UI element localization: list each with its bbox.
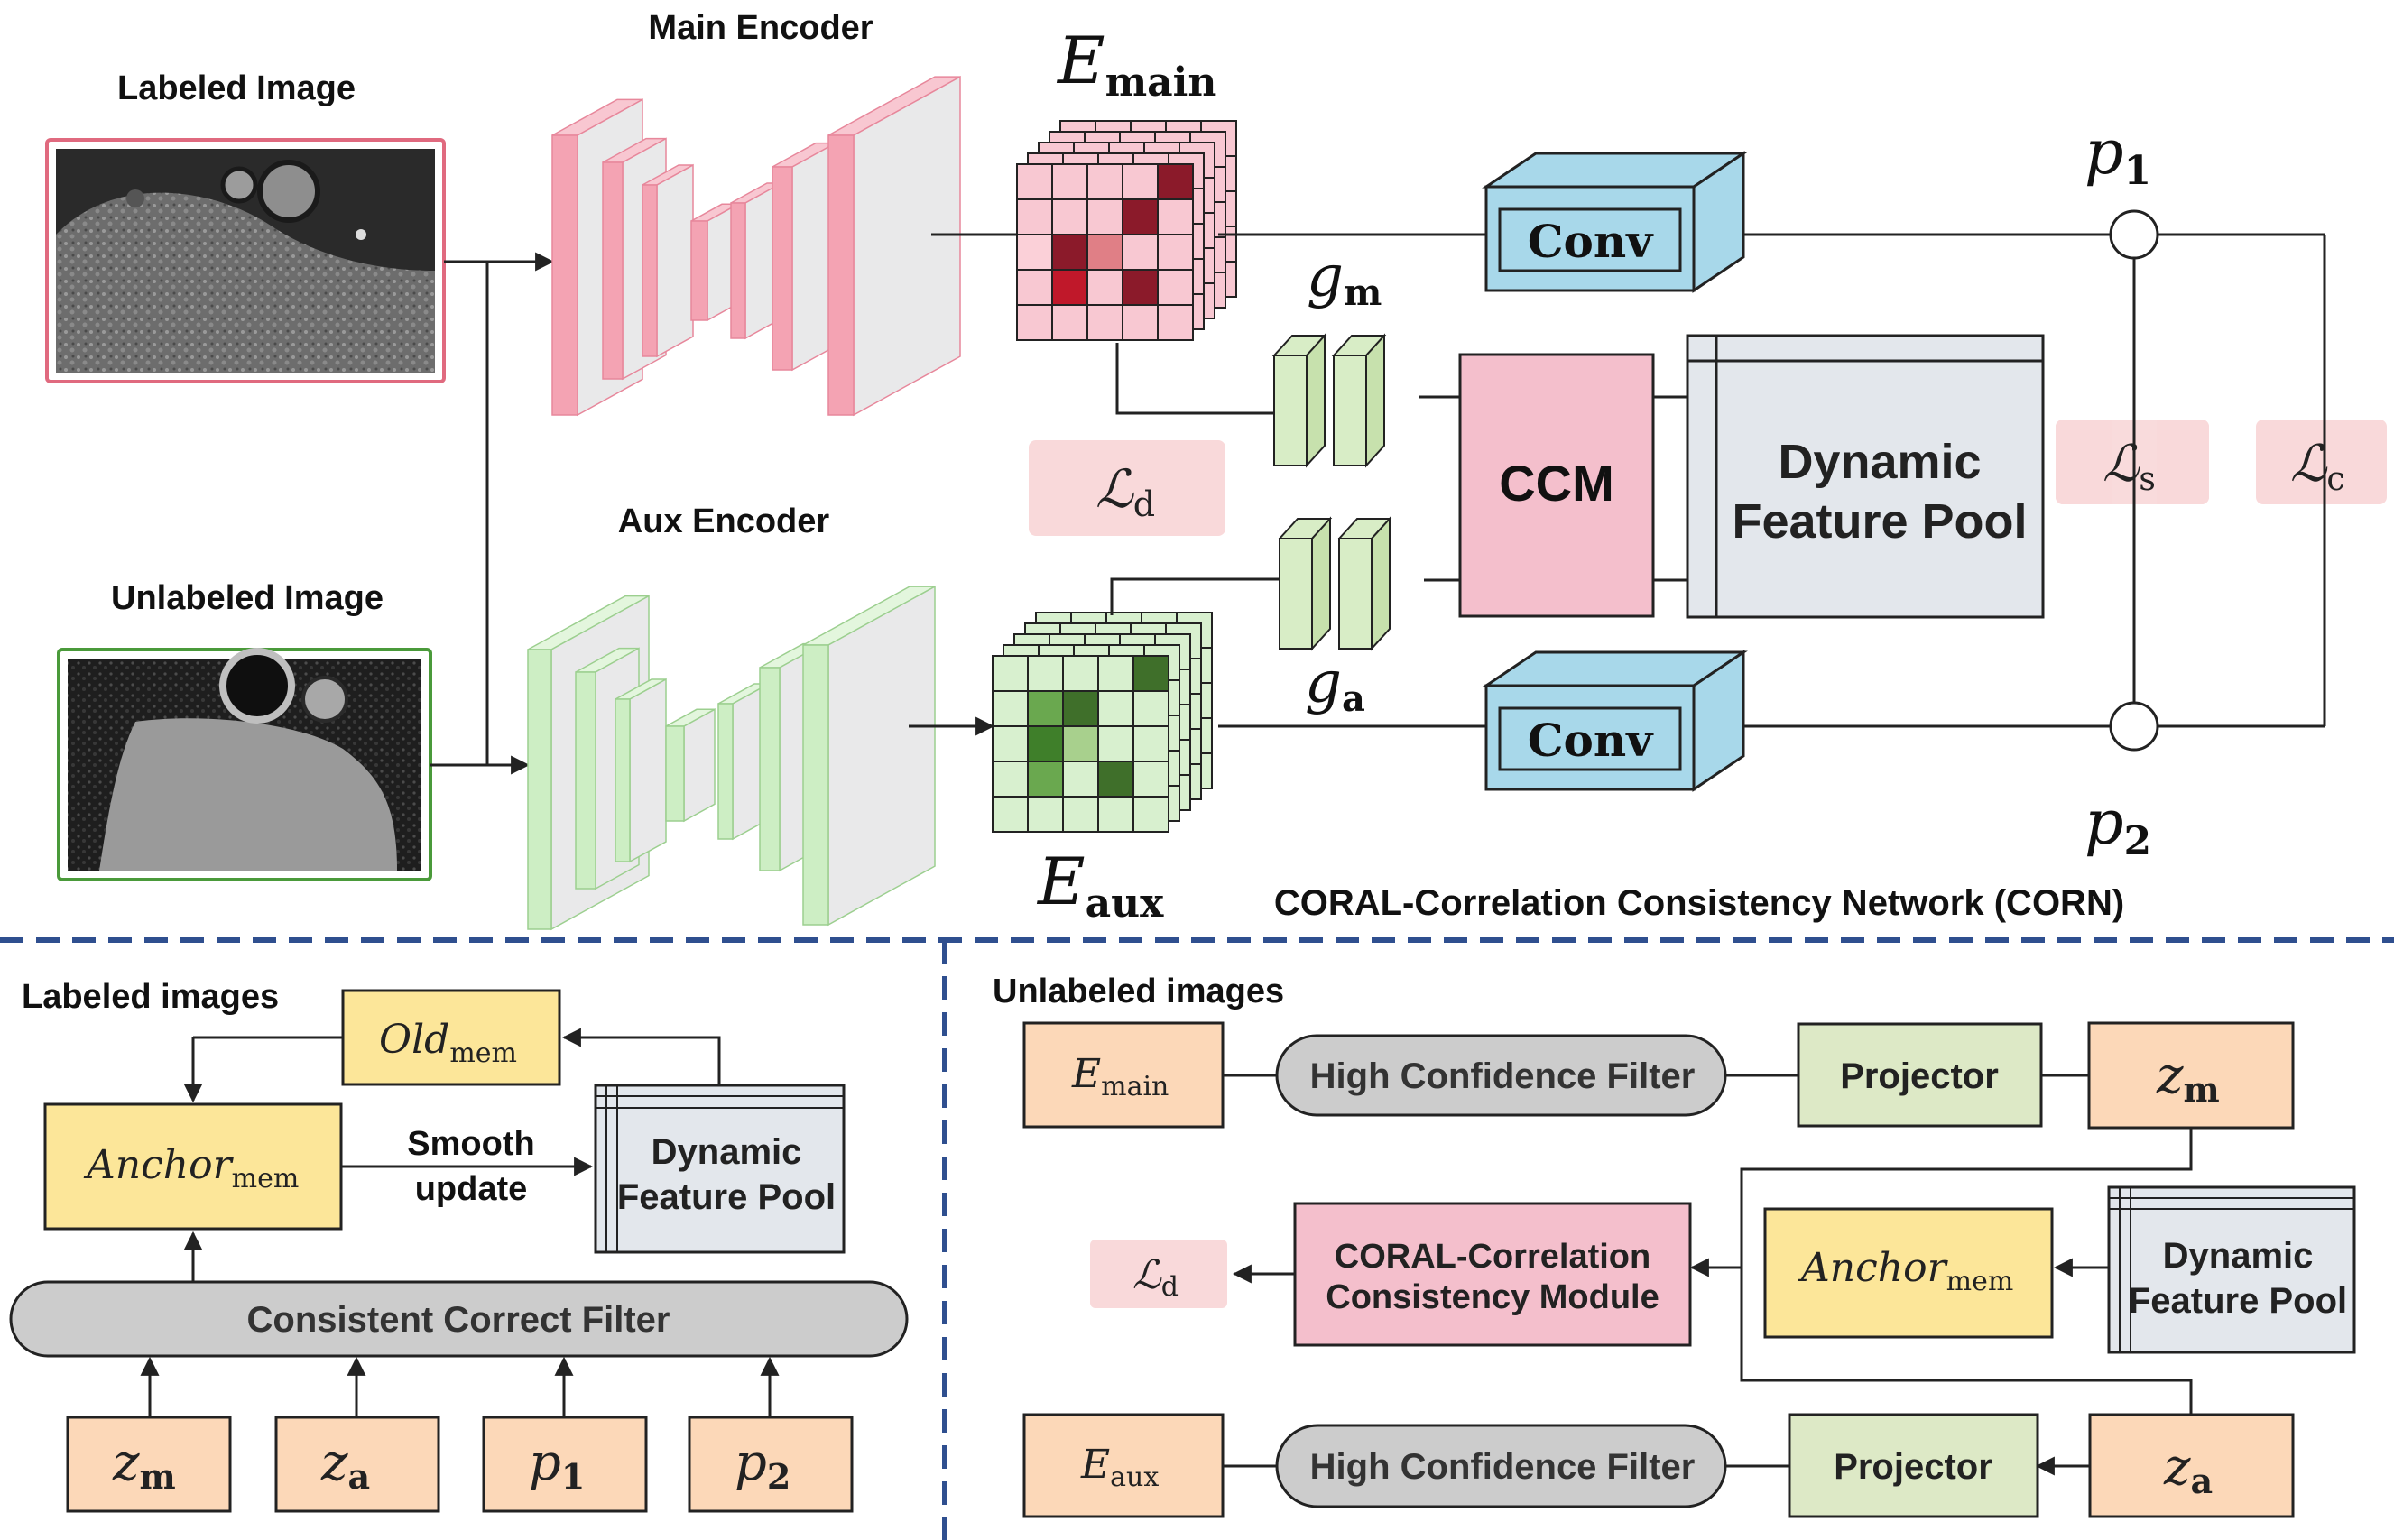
old-mem-box: Oldmem — [341, 989, 561, 1086]
encoder-layer — [665, 708, 716, 823]
filter-input-box: p2 — [688, 1416, 854, 1513]
p1-label: p1 — [2084, 117, 2151, 194]
svg-text:p2: p2 — [735, 1434, 790, 1497]
smooth-update-line1: Smooth — [407, 1125, 534, 1163]
e-main-label: Emain — [1056, 23, 1216, 106]
labeled-images-title: Labeled images — [22, 978, 279, 1016]
svg-text:zm: zm — [2156, 1047, 2220, 1110]
loss-c: ℒc — [2256, 420, 2387, 504]
unlabeled-image-label: Unlabeled Image — [111, 579, 384, 617]
dynamic-feature-pool-top: Dynamic Feature Pool — [1686, 334, 2045, 619]
dynamic-feature-pool-right: Dynamic Feature Pool — [2107, 1185, 2356, 1354]
svg-text:High Confidence Filter: High Confidence Filter — [1310, 1056, 1696, 1096]
svg-text:High Confidence Filter: High Confidence Filter — [1310, 1447, 1696, 1487]
svg-text:ℒc: ℒc — [2290, 435, 2345, 498]
encoder-layer — [772, 142, 837, 372]
projection-head-layer — [1271, 333, 1327, 468]
labeled-image — [45, 138, 446, 383]
p2-node — [2109, 701, 2159, 752]
svg-text:Consistent Correct Filter: Consistent Correct Filter — [247, 1300, 670, 1340]
smooth-update-line2: update — [415, 1170, 528, 1208]
feature-map-layer — [992, 655, 1169, 833]
loss-s: ℒs — [2056, 420, 2209, 504]
corn-title: CORAL-Correlation Consistency Network (C… — [1274, 883, 2124, 923]
consistent-correct-filter: Consistent Correct Filter — [9, 1280, 909, 1358]
p1-node — [2109, 209, 2159, 260]
filter-input-box: zm — [66, 1416, 232, 1513]
svg-text:Projector: Projector — [1840, 1056, 1999, 1096]
projection-heads — [1271, 333, 1392, 651]
dfp-left-line1: Dynamic — [652, 1132, 802, 1172]
svg-text:zm: zm — [112, 1434, 176, 1497]
filter-inputs: zm za p1 p2 — [66, 1416, 854, 1513]
filter-input-box: p1 — [482, 1416, 648, 1513]
svg-text:Oldmem: Oldmem — [379, 1017, 517, 1069]
bottom-left-arrows — [140, 1028, 780, 1417]
svg-text:Consistency Module: Consistency Module — [1326, 1278, 1659, 1316]
svg-text:za: za — [320, 1434, 370, 1497]
svg-text:ℒd: ℒd — [1132, 1252, 1179, 1303]
ccm-block: CCM — [1458, 353, 1655, 618]
conv-bottom-label: Conv — [1528, 714, 1654, 767]
encoder-layer — [802, 585, 936, 927]
projection-head-layer — [1331, 333, 1387, 468]
projector-bottom: Projector — [1788, 1413, 2039, 1518]
conv-bottom: Conv — [1482, 650, 1748, 792]
svg-text:p1: p1 — [529, 1434, 585, 1497]
g-a-label: ga — [1305, 650, 1365, 720]
dfp-right-line1: Dynamic — [2163, 1236, 2314, 1276]
e-aux-label: Eaux — [1036, 844, 1164, 927]
unlabeled-images-title: Unlabeled images — [993, 973, 1284, 1010]
svg-text:Projector: Projector — [1834, 1447, 1992, 1487]
bottom-right-lines — [1223, 1074, 2193, 1476]
encoder-layer — [642, 163, 694, 358]
aux-encoder — [527, 585, 936, 931]
e-aux-box: Eaux — [1022, 1413, 1225, 1518]
coral-correlation-module: CORAL-Correlation Consistency Module — [1293, 1202, 1692, 1347]
anchor-mem-box-left: Anchormem — [43, 1102, 343, 1231]
anchor-mem-box-right: Anchormem — [1763, 1207, 2054, 1339]
loss-d-top: ℒd — [1029, 440, 1225, 536]
feature-map-layer — [1016, 163, 1194, 341]
p2-label: p2 — [2084, 788, 2151, 864]
labeled-image-label: Labeled Image — [117, 69, 356, 107]
svg-text:Emain: Emain — [1071, 1051, 1169, 1102]
dfp-right-line2: Feature Pool — [2129, 1281, 2347, 1321]
svg-text:CORAL-Correlation: CORAL-Correlation — [1335, 1238, 1650, 1276]
projection-head-layer — [1277, 516, 1333, 651]
projection-head-layer — [1336, 516, 1392, 651]
svg-text:za: za — [2163, 1438, 2213, 1501]
dfp-top-line2: Feature Pool — [1732, 494, 2027, 549]
e-aux-feature-grid — [992, 612, 1213, 833]
svg-text:Eaux: Eaux — [1080, 1442, 1159, 1493]
dfp-top-line1: Dynamic — [1778, 435, 1981, 489]
filter-input-box: za — [274, 1416, 440, 1513]
main-encoder-label: Main Encoder — [648, 9, 873, 47]
aux-encoder-label: Aux Encoder — [618, 503, 830, 540]
g-m-label: gm — [1307, 244, 1382, 314]
e-main-box: Emain — [1022, 1021, 1225, 1129]
unlabeled-image — [57, 648, 432, 881]
encoder-layer — [827, 75, 961, 417]
conv-top: Conv — [1482, 151, 1748, 293]
projector-top: Projector — [1797, 1022, 2043, 1128]
input-connectors — [430, 252, 555, 775]
high-confidence-filter-bottom: High Confidence Filter — [1275, 1424, 1727, 1508]
conv-top-label: Conv — [1528, 215, 1654, 268]
svg-text:Anchormem: Anchormem — [83, 1142, 299, 1194]
feature-lines — [909, 233, 2326, 736]
main-encoder — [551, 75, 961, 417]
svg-text:Anchormem: Anchormem — [1798, 1245, 2013, 1297]
dynamic-feature-pool-left: Dynamic Feature Pool — [594, 1084, 846, 1254]
ccm-label: CCM — [1499, 455, 1614, 512]
e-main-feature-grid — [1016, 120, 1237, 341]
z-a-box: za — [2088, 1413, 2295, 1518]
loss-d-bottom: ℒd — [1090, 1240, 1227, 1308]
high-confidence-filter-top: High Confidence Filter — [1275, 1034, 1727, 1117]
dfp-left-line2: Feature Pool — [617, 1177, 836, 1217]
z-m-box: zm — [2087, 1021, 2295, 1130]
encoder-layer — [615, 678, 667, 863]
svg-text:ℒd: ℒd — [1095, 458, 1155, 524]
